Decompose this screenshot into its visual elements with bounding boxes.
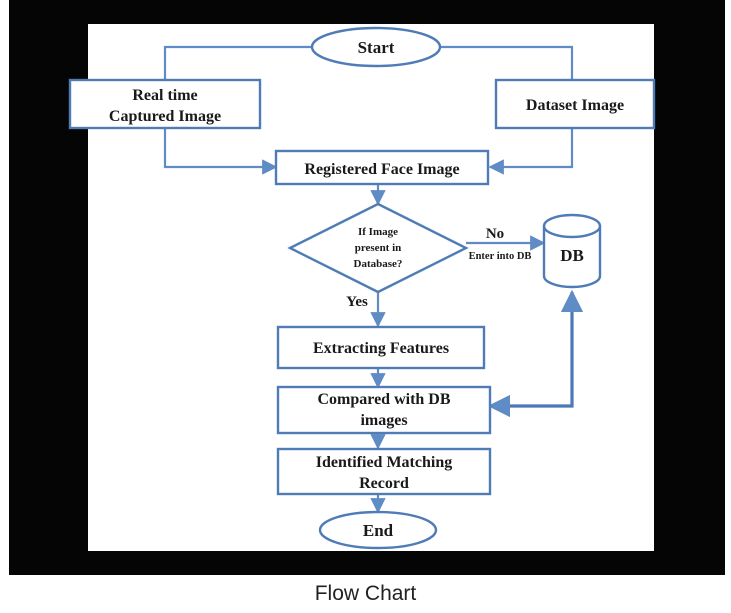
end-label: End — [363, 521, 394, 540]
edge-dataset-registered — [488, 128, 574, 175]
compare-node — [276, 385, 492, 435]
dataset-image-node — [494, 78, 656, 130]
db-node — [542, 213, 602, 289]
db-label: DB — [560, 246, 584, 265]
decision-label-line3: Database? — [354, 258, 403, 270]
compare-label-line1: Compared with DB — [317, 391, 450, 408]
identified-label-line2: Record — [359, 475, 409, 492]
realtime-capture-node — [68, 78, 262, 130]
extract-features-node — [276, 325, 486, 370]
extract-label: Extracting Features — [313, 340, 449, 357]
realtime-label-line1: Real time — [132, 87, 197, 104]
identified-label-line1: Identified Matching — [316, 454, 452, 471]
edge-realtime-registered — [163, 128, 278, 175]
compare-label-line2: images — [360, 412, 407, 429]
no-label: No — [486, 226, 504, 242]
registered-label: Registered Face Image — [304, 161, 459, 178]
decision-label-line2: present in — [355, 242, 402, 254]
enter-db-label: Enter into DB — [469, 251, 532, 262]
decision-node — [287, 202, 469, 294]
edge-start-dataset — [440, 45, 574, 80]
db-cylinder-top — [542, 213, 602, 239]
registered-face-node — [274, 149, 490, 186]
decision-label-line1: If Image — [358, 226, 398, 238]
edge-db-compare — [487, 289, 584, 418]
yes-label: Yes — [346, 294, 368, 310]
edges — [163, 45, 584, 514]
caption: Flow Chart — [314, 582, 417, 605]
end-node — [318, 510, 438, 550]
start-label: Start — [358, 38, 395, 57]
identified-node — [276, 447, 492, 496]
start-node — [310, 26, 442, 68]
db-cylinder-body — [542, 226, 602, 289]
realtime-label-line2: Captured Image — [109, 108, 221, 125]
edge-start-realtime — [163, 45, 312, 80]
dataset-label: Dataset Image — [526, 97, 624, 114]
